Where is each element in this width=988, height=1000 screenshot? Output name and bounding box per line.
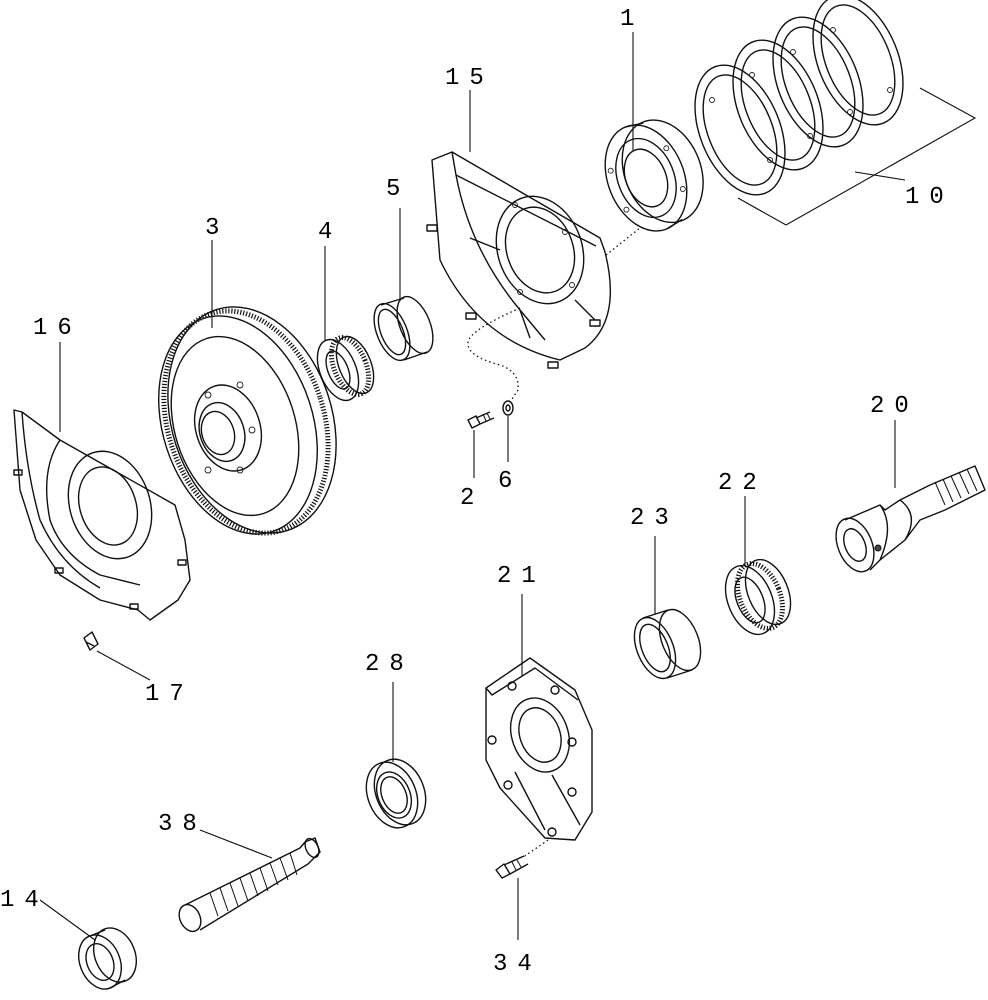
bolt-part-2 [467,411,495,429]
dotted-leader-15-to-2-6 [467,307,521,406]
dotted-leader-21-to-34 [521,839,549,859]
callout-part-17: 17 [145,681,194,708]
roller-bearing-part-22 [724,558,792,636]
callout-part-23: 23 [630,505,679,532]
bearing-cup-part-23 [633,608,702,680]
callout-part-20: 20 [870,393,919,420]
callout-part-34: 34 [493,951,542,978]
spur-gear-part-3 [158,306,337,536]
bolt-part-34 [495,855,529,879]
washer-part-6 [502,400,514,416]
callout-part-5: 5 [386,176,410,203]
gear-housing-part-21 [485,657,593,841]
callout-part-38: 38 [158,811,207,838]
callout-part-3: 3 [205,215,229,242]
callout-part-6: 6 [498,468,522,495]
callout-part-4: 4 [318,219,342,246]
seal-part-28 [365,758,427,829]
callout-part-22: 22 [718,470,767,497]
callout-part-28: 28 [365,651,414,678]
shaft-part-20 [835,465,986,573]
callout-part-16: 16 [33,315,82,342]
callout-part-15: 15 [445,65,494,92]
callout-part-14: 14 [0,887,49,914]
shield-part-16 [13,409,191,621]
shaft-part-38 [178,837,321,933]
callout-part-10: 10 [905,184,954,211]
seal-ring-part-14 [77,927,138,990]
leader-part-38 [199,829,273,859]
bracket-part-10 [737,87,977,226]
bearing-cup-part-5 [373,295,434,362]
callout-part-1: 1 [620,6,644,33]
callout-part-2: 2 [460,485,484,512]
leader-part-14 [39,899,96,941]
dotted-leader-1-to-15 [605,227,641,256]
cone-bearing-part-4 [316,335,375,402]
flange-cap-part-1 [604,119,704,232]
leader-part-17 [96,650,151,681]
housing-cover-part-15 [426,151,611,369]
callout-part-21: 21 [497,563,546,590]
gasket-stack-part-10 [694,0,904,196]
leader-part-10 [854,171,906,181]
clip-part-17 [83,631,99,651]
